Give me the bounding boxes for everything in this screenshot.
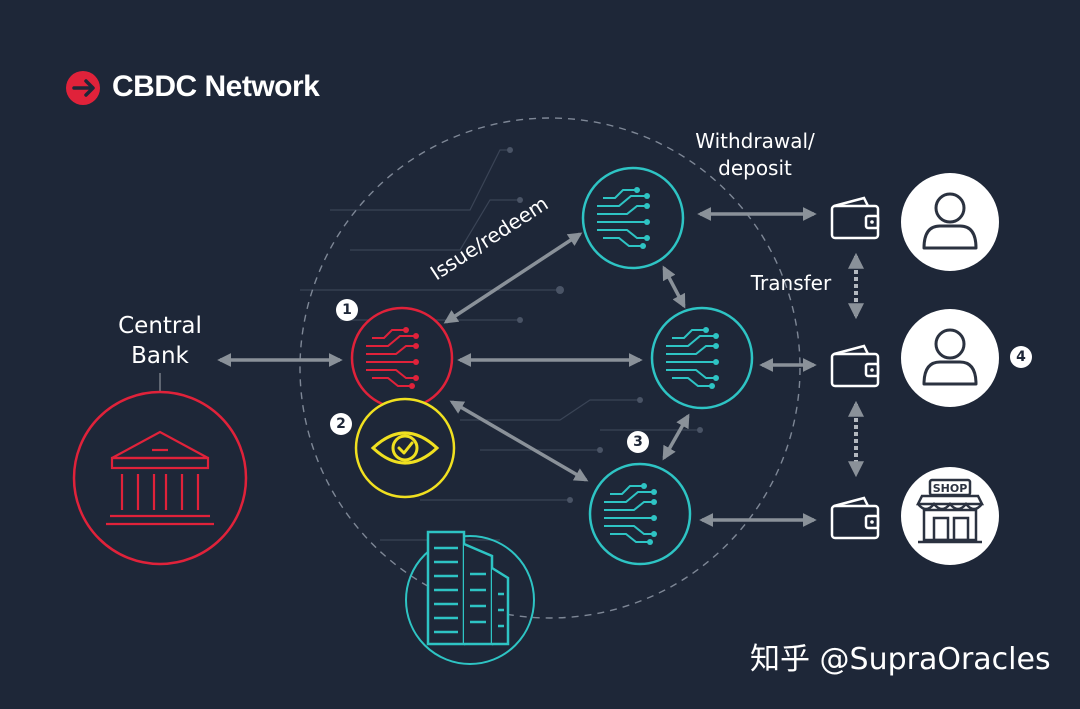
watermark: 知乎 @SupraOracles: [750, 642, 1051, 677]
arrow-hub-to-lower: [449, 400, 589, 482]
arrows: [217, 207, 817, 527]
wallet-icon: [830, 496, 880, 540]
hub-node: [350, 306, 454, 410]
arrow-issue-redeem: [443, 232, 583, 324]
user-top: [901, 173, 999, 271]
wallet-icon: [830, 196, 880, 240]
arrow-middle-to-lower: [662, 413, 690, 461]
marker-3: 3: [627, 431, 649, 453]
marker-4: 4: [1010, 346, 1032, 368]
withdrawal-deposit-label: Withdrawal/ deposit: [695, 129, 815, 180]
marker-2: 2: [330, 413, 352, 435]
arrow-right-circle-icon: [66, 71, 100, 105]
intermediary-node-lower: [588, 462, 692, 566]
central-bank-label: Central Bank: [118, 313, 202, 369]
bank-icon: [106, 430, 214, 526]
intermediary-node-middle: [650, 306, 754, 410]
merchant: SHOP: [901, 467, 999, 565]
issue-redeem-label: Issue/redeem: [426, 191, 553, 285]
transfer-label: Transfer: [750, 271, 832, 295]
shop-icon: [915, 478, 985, 544]
user-middle: [901, 309, 999, 407]
oversight-node: [354, 397, 456, 499]
building-icon: [426, 530, 510, 646]
wallet-icon: [830, 344, 880, 388]
intermediary-node-top: [581, 166, 685, 270]
shop-sign: SHOP: [933, 482, 968, 495]
eye-check-icon: [370, 431, 440, 465]
page-title: CBDC Network: [112, 70, 320, 103]
marker-1: 1: [336, 299, 358, 321]
infrastructure-node: [405, 530, 535, 665]
central-bank-node: [72, 390, 248, 566]
arrow-top-to-middle: [662, 265, 686, 309]
